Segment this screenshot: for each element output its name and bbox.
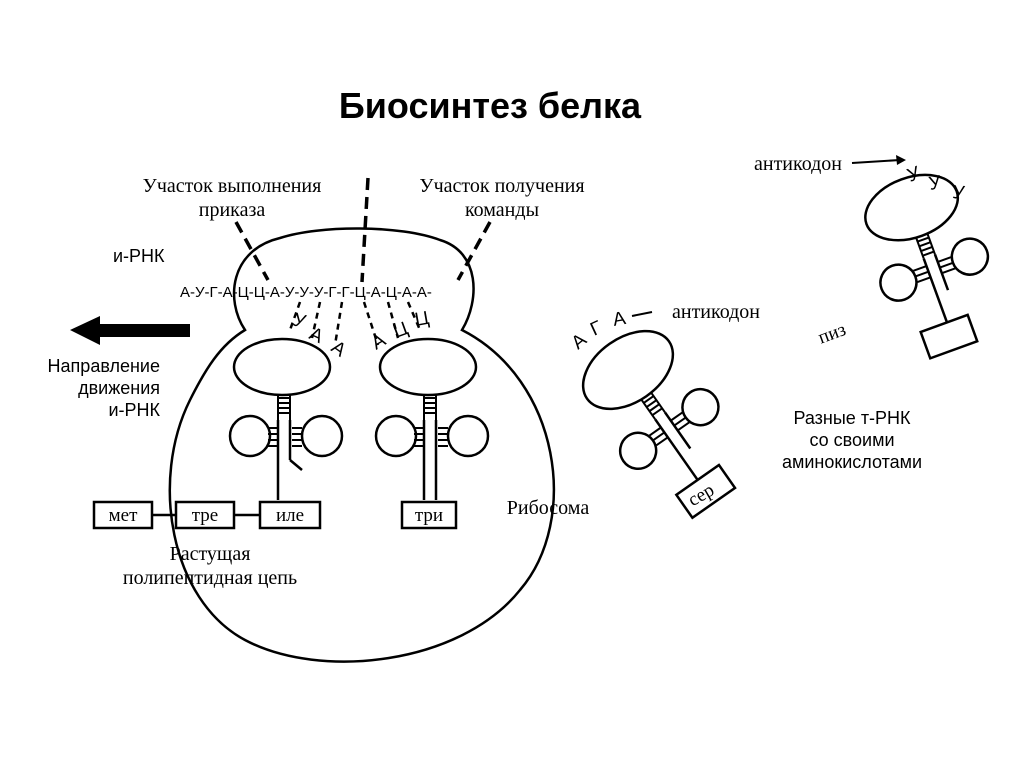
amino-acid-piz: пиз: [815, 319, 848, 348]
chain-label-2: полипептидная цепь: [123, 567, 297, 589]
site-pointer-lines: [234, 177, 492, 283]
ribosome-label: Рибосома: [507, 497, 590, 519]
polypeptide-chain: [92, 500, 458, 530]
anticodon-mid-arrow: [631, 311, 653, 317]
amino-acid-tre: тре: [192, 505, 218, 526]
chain-label-1: Растущая: [170, 543, 251, 565]
trna-desc-2: со своими: [809, 430, 894, 450]
anticodon-top-2: У: [927, 172, 943, 195]
trna-left: [228, 337, 344, 500]
page-title: Биосинтез белка: [339, 85, 642, 126]
trna-free-top: [864, 173, 990, 360]
anticodon-mid-label: антикодон: [672, 301, 760, 323]
site-exec-label-2: приказа: [199, 199, 266, 221]
anticodon-left-1: У: [291, 310, 309, 334]
trna-desc-3: аминокислотами: [782, 452, 922, 472]
trna-free-mid: [581, 329, 737, 520]
direction-arrow: [70, 316, 190, 345]
anticodon-left-3: А: [327, 337, 350, 362]
anticodon-right-1: А: [368, 330, 390, 355]
amino-acid-ile: иле: [276, 505, 304, 526]
direction-label-1: Направление: [48, 356, 160, 376]
trna-desc-1: Разные т-РНК: [793, 408, 911, 428]
direction-label-3: и-РНК: [108, 400, 160, 420]
anticodon-mid-1: А: [568, 329, 591, 353]
codon-links: [288, 301, 422, 346]
site-recv-label-1: Участок получения: [419, 175, 584, 197]
anticodon-mid-3: А: [611, 308, 627, 331]
mrna-sequence: А-У-Г-А-Ц-Ц-А-У-У-У-Г-Г-Ц-А-Ц-А-А-: [180, 284, 432, 301]
ribosome-outline: [168, 227, 556, 663]
anticodon-top-3: У: [952, 182, 967, 204]
anticodon-right-3: Ц: [413, 308, 430, 331]
anticodon-right-2: Ц: [391, 318, 411, 343]
amino-acid-met: мет: [109, 505, 138, 526]
direction-label-2: движения: [78, 378, 160, 398]
site-exec-label-1: Участок выполнения: [143, 175, 322, 197]
anticodon-top-arrow: [851, 155, 906, 165]
anticodon-mid-2: Г: [587, 317, 605, 340]
site-recv-label-2: команды: [465, 199, 539, 221]
amino-acid-tri: три: [415, 505, 443, 526]
anticodon-top-label: антикодон: [754, 153, 842, 175]
mrna-label: и-РНК: [113, 246, 165, 266]
trna-right: [374, 337, 490, 500]
